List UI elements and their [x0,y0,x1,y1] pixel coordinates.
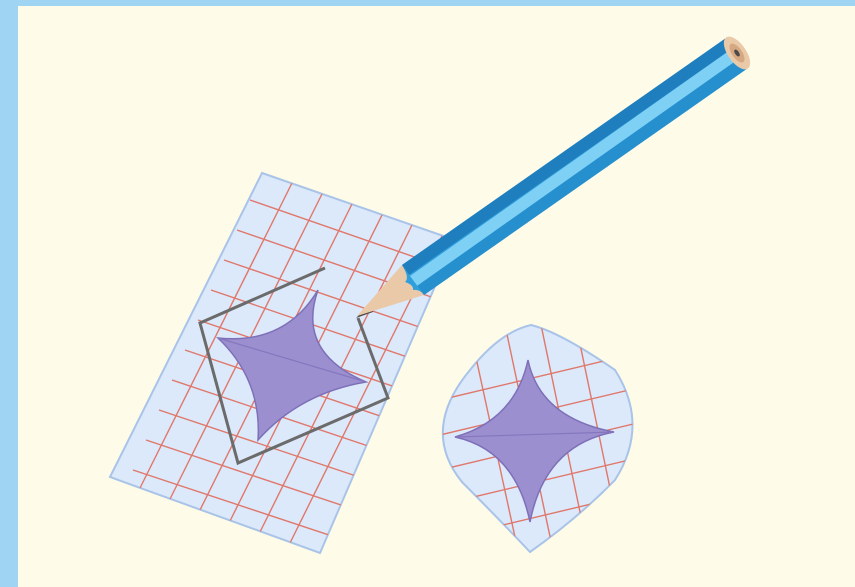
illustration-canvas [18,6,855,587]
background [18,6,855,587]
